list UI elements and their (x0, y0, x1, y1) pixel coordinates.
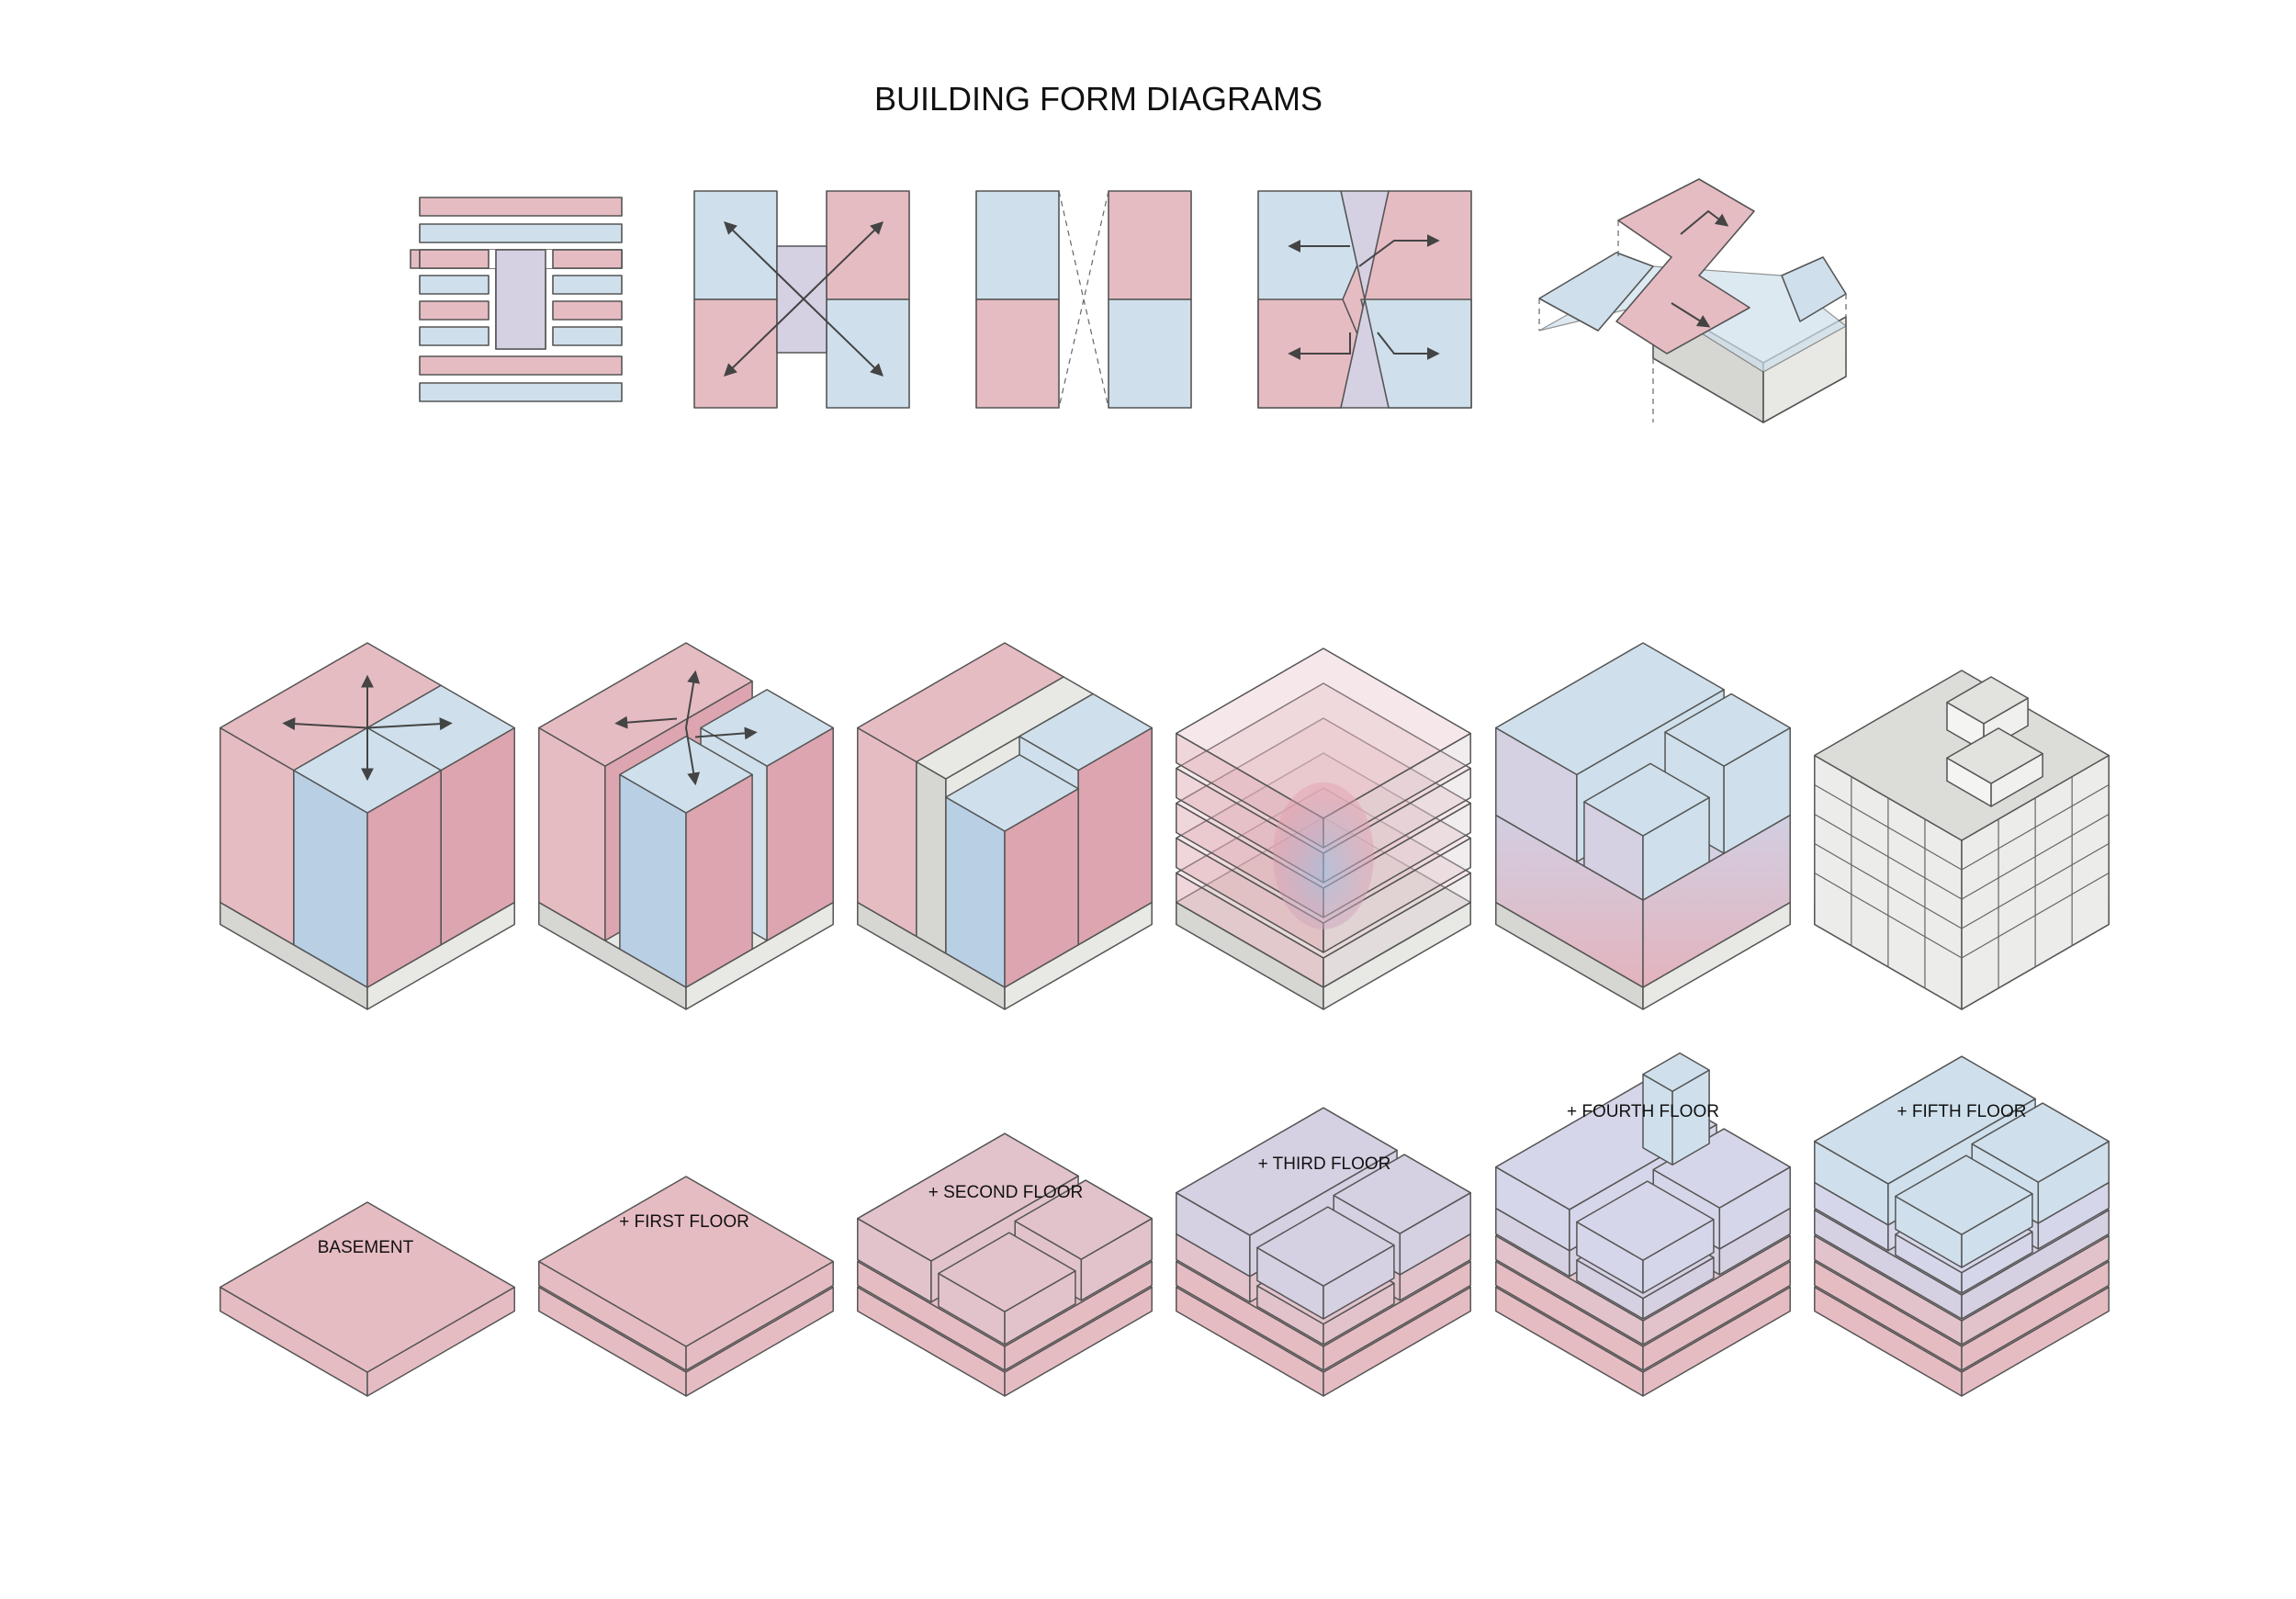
massing-row (219, 642, 2110, 1010)
massing-cube-3 (857, 642, 1153, 1010)
label-first-floor: + FIRST FLOOR (619, 1212, 749, 1232)
floor-stack-row (219, 1052, 2110, 1397)
arrow-west (282, 717, 368, 731)
floor-stack-4 (1176, 1107, 1471, 1397)
label-fourth-floor: + FOURTH FLOOR (1567, 1102, 1719, 1121)
floor-stack-6 (1814, 1055, 2110, 1397)
upper-front-top (1583, 762, 1710, 837)
mass-spine-left (916, 760, 947, 954)
floor-3-c-top (1256, 1206, 1395, 1287)
massing-cube-1 (219, 642, 515, 1010)
floor-5-a-top (1814, 1055, 2036, 1185)
floor-2-a-top (857, 1132, 1079, 1262)
floor-stack-2 (538, 1176, 834, 1397)
floor-2-c-top (938, 1232, 1076, 1312)
massing-cube-2 (538, 642, 834, 1010)
label-third-floor: + THIRD FLOOR (1258, 1154, 1391, 1174)
arrow-west (614, 715, 678, 729)
upper-back-top (1664, 693, 1791, 767)
mass-back-top (700, 689, 834, 767)
floor-5-b-top (1971, 1102, 2110, 1183)
mass-front-top (945, 754, 1079, 832)
plan-diagram-h-cross (693, 190, 910, 409)
arrow-east (694, 726, 758, 740)
arrow-north (685, 670, 701, 728)
upper-left-top (1495, 642, 1725, 776)
mass-front-top (619, 736, 753, 814)
floor-3-b-top (1333, 1154, 1471, 1234)
floor-4-c-top (1576, 1180, 1715, 1261)
label-basement: BASEMENT (318, 1238, 414, 1257)
floor-0-top (219, 1201, 515, 1373)
label-second-floor: + SECOND FLOOR (929, 1183, 1083, 1202)
roof-volume-a-top (1946, 676, 2029, 725)
massing-cube-5 (1495, 642, 1791, 1010)
circulation-core (1273, 782, 1374, 929)
plan-diagram-axon (1538, 178, 1848, 423)
floor-1-top (538, 1176, 834, 1347)
floor-stack-1 (219, 1201, 515, 1397)
plan-diagram-twist (1257, 190, 1472, 409)
mass-left-left (857, 726, 917, 938)
arrow-east (366, 717, 453, 731)
massing-cube-4 (1176, 647, 1471, 1010)
page-title: BUILDING FORM DIAGRAMS (874, 80, 1322, 118)
floor-stack-5 (1495, 1052, 1791, 1397)
label-fifth-floor: + FIFTH FLOOR (1897, 1102, 2027, 1121)
roof-volume-b-top (1946, 727, 2043, 784)
floor-2-b-top (1014, 1179, 1153, 1260)
mass-spine-top (916, 676, 1094, 780)
mass-back-top (1019, 693, 1153, 771)
floor-3-a-top (1176, 1107, 1398, 1236)
massing-cube-6 (1814, 670, 2110, 1010)
floor-5-c-top (1895, 1154, 2033, 1235)
floor-stack-3 (857, 1132, 1153, 1397)
arrow-south (685, 727, 701, 786)
plan-diagram-split (975, 190, 1192, 409)
tower-volume-top (1642, 1052, 1710, 1092)
